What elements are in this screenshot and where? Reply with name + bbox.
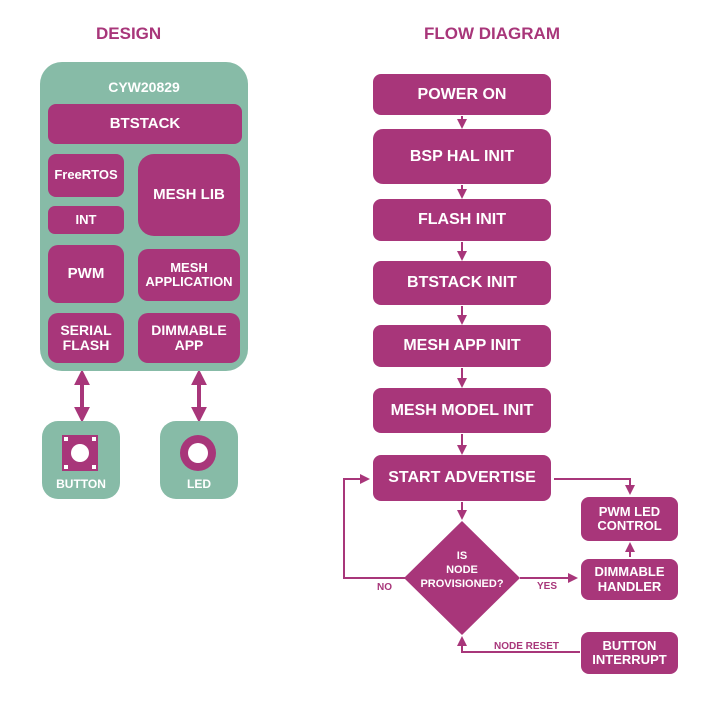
arrow-no-loop: [343, 474, 405, 579]
step-mesh-model-init: MESH MODEL INIT: [373, 388, 551, 433]
step-start-advertise: START ADVERTISE: [373, 455, 551, 501]
arrow-advertise-pwm: [554, 478, 635, 495]
edge-label-yes: YES: [537, 581, 558, 592]
led-peripheral: LED: [160, 421, 238, 499]
freertos-block: FreeRTOS: [48, 154, 124, 197]
dimmable-app-block: DIMMABLE APP: [138, 313, 240, 363]
int-block: INT: [48, 206, 124, 234]
pwm-block: PWM: [48, 245, 124, 303]
mesh-lib-block: MESH LIB: [138, 154, 240, 236]
button-label: BUTTON: [56, 477, 106, 491]
button-interrupt-box: BUTTON INTERRUPT: [581, 632, 678, 674]
edge-label-node-reset: NODE RESET: [494, 641, 560, 652]
step-btstack-init: BTSTACK INIT: [373, 261, 551, 305]
step-mesh-app-init: MESH APP INIT: [373, 325, 551, 367]
step-bsp-hal-init: BSP HAL INIT: [373, 129, 551, 184]
serial-flash-block: SERIAL FLASH: [48, 313, 124, 363]
decision-diamond: [404, 521, 520, 635]
button-peripheral: BUTTON: [42, 421, 120, 499]
arrow-node-reset: [457, 636, 580, 653]
mesh-application-block: MESH APPLICATION: [138, 249, 240, 301]
led-icon: [180, 435, 216, 471]
design-heading: DESIGN: [96, 24, 162, 43]
step-flash-init: FLASH INIT: [373, 199, 551, 241]
flow-diagram-heading: FLOW DIAGRAM: [424, 24, 560, 43]
pwm-led-control-box: PWM LED CONTROL: [581, 497, 678, 541]
button-icon: [62, 435, 98, 471]
edge-label-no: NO: [377, 582, 392, 593]
btstack-block: BTSTACK: [48, 104, 242, 144]
chip-title: CYW20829: [108, 79, 180, 95]
dimmable-handler-box: DIMMABLE HANDLER: [581, 559, 678, 600]
step-power-on: POWER ON: [373, 74, 551, 115]
decision-text: IS NODE PROVISIONED?: [420, 550, 504, 590]
led-label: LED: [187, 477, 211, 491]
